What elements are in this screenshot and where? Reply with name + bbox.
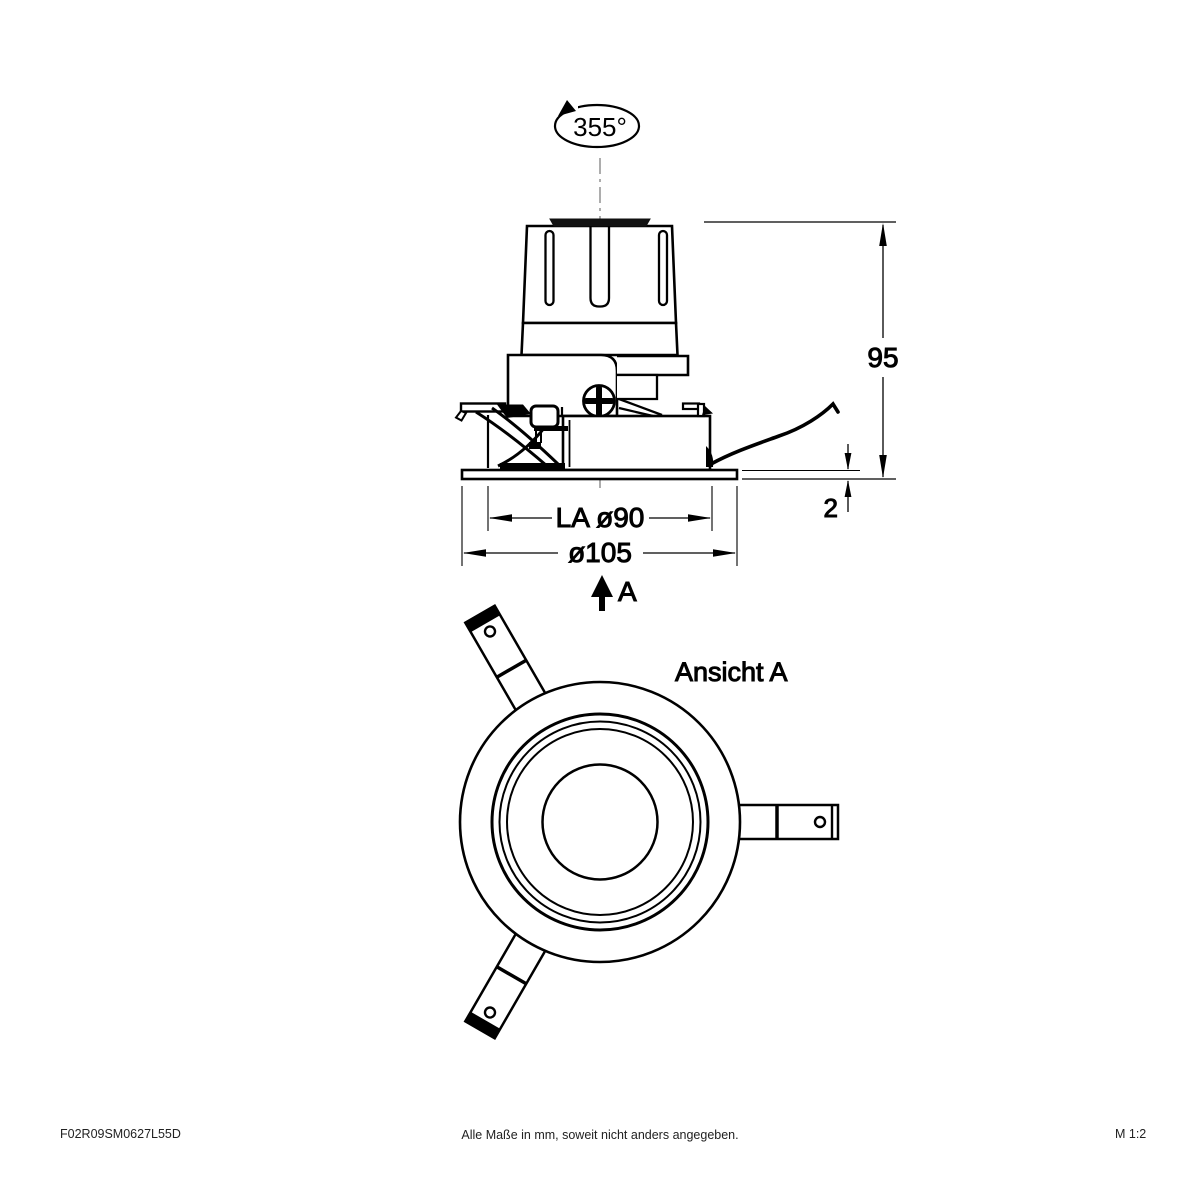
footer-part-number: F02R09SM0627L55D [60,1127,181,1141]
knob-slot-left [544,229,555,307]
arrow-left-icon [463,549,486,557]
knob-band [520,321,679,357]
side-arm [617,354,690,377]
rotation-indicator: 355° [550,99,641,149]
power-cable [709,401,840,466]
dim-diameter-label: ø105 [568,537,632,568]
tab-hole [483,625,497,638]
rotation-arrow-icon [558,100,576,116]
spring-clip-right [681,402,713,418]
mounting-tabs [463,603,840,1041]
tab-hole [483,1006,497,1019]
dim-flange-2: 2 [742,444,860,524]
lens-circle [541,763,659,881]
arrow-right-icon [713,549,736,557]
view-arrow-icon [591,575,613,597]
arrow-right-icon [688,514,711,522]
rotation-angle-label: 355° [573,112,627,142]
mounting-flange [460,468,739,481]
tab-end-cap [464,1011,501,1039]
spring-clip-left [454,402,568,470]
dimensions: 95 2 LA ø90 ø105 [461,221,899,611]
knob-slot-right [657,229,669,307]
view-direction-arrow: A [591,575,638,611]
screw-icon [582,384,616,418]
dim-flange-label: 2 [824,493,838,523]
knob-slot-center [589,226,611,308]
dim-od-105: ø105 [461,486,738,569]
mounting-tab-right [739,803,840,841]
can-body [561,414,714,472]
dim-cutout-label: LA ø90 [556,502,645,533]
front-view-title: Ansicht A [675,657,788,687]
footer-note: Alle Maße in mm, soweit nicht anders ang… [461,1128,738,1142]
knob-top-cap [549,218,651,227]
tab-end-cap [464,605,501,633]
bracket-housing [506,353,690,418]
dim-height-95: 95 [704,221,899,480]
reflector-rings [490,712,710,932]
mounting-tab-top-left [463,603,547,711]
tab-hole [813,815,827,829]
arrow-down-icon [879,455,887,478]
footer-scale: M 1:2 [1115,1127,1146,1141]
dim-height-label: 95 [867,342,898,373]
knob [520,218,679,357]
arrow-up-icon [844,480,852,497]
title-block: F02R09SM0627L55D Alle Maße in mm, soweit… [60,1127,1146,1142]
side-view [454,158,840,488]
side-step [617,373,659,401]
arrow-left-icon [489,514,512,522]
arrow-up-icon [879,223,887,246]
latch-block [529,404,560,429]
view-arrow-label: A [618,576,637,607]
arrow-down-icon [844,453,852,470]
rotation-ellipse [553,103,641,149]
front-view: Ansicht A [458,603,840,1041]
dim-la-90: LA ø90 [487,486,713,534]
mounting-tab-bottom-left [463,933,547,1041]
